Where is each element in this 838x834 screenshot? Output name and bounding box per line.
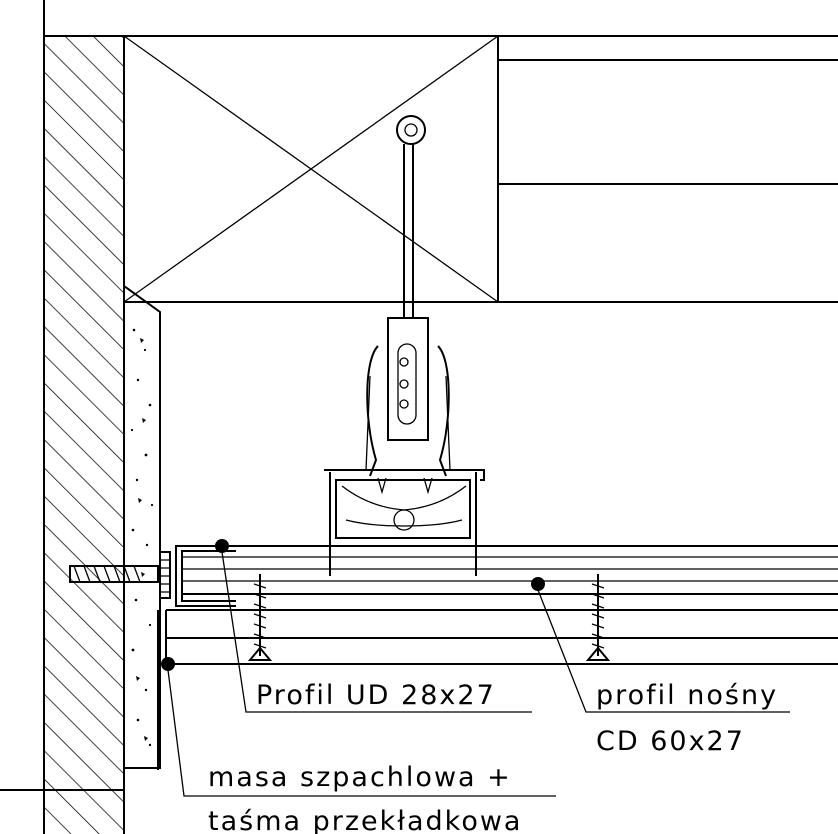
masonry-wall <box>43 0 125 834</box>
ud-profile <box>175 539 236 607</box>
beam-elevation <box>498 59 838 185</box>
label-masa-line1: masa szpachlowa + <box>208 762 512 793</box>
label-profil-nosny-line1: profil nośny <box>596 680 778 711</box>
hanger-clip <box>365 317 451 477</box>
screw-icon-right <box>585 574 611 661</box>
leader-lines <box>167 551 790 797</box>
label-profil-nosny-line2: CD 60x27 <box>596 726 745 757</box>
cd-profile <box>324 469 485 576</box>
screw-icon-left <box>247 574 273 661</box>
hanger-rod <box>396 115 426 318</box>
joint-compound <box>157 610 175 770</box>
plaster-layer <box>123 284 161 769</box>
label-profil-ud: Profil UD 28x27 <box>256 680 496 711</box>
timber-beam-section <box>123 35 499 303</box>
board-layers <box>165 545 838 665</box>
label-masa-line2: taśma przekładkowa <box>208 806 522 834</box>
wall-anchor-icon <box>69 551 171 599</box>
